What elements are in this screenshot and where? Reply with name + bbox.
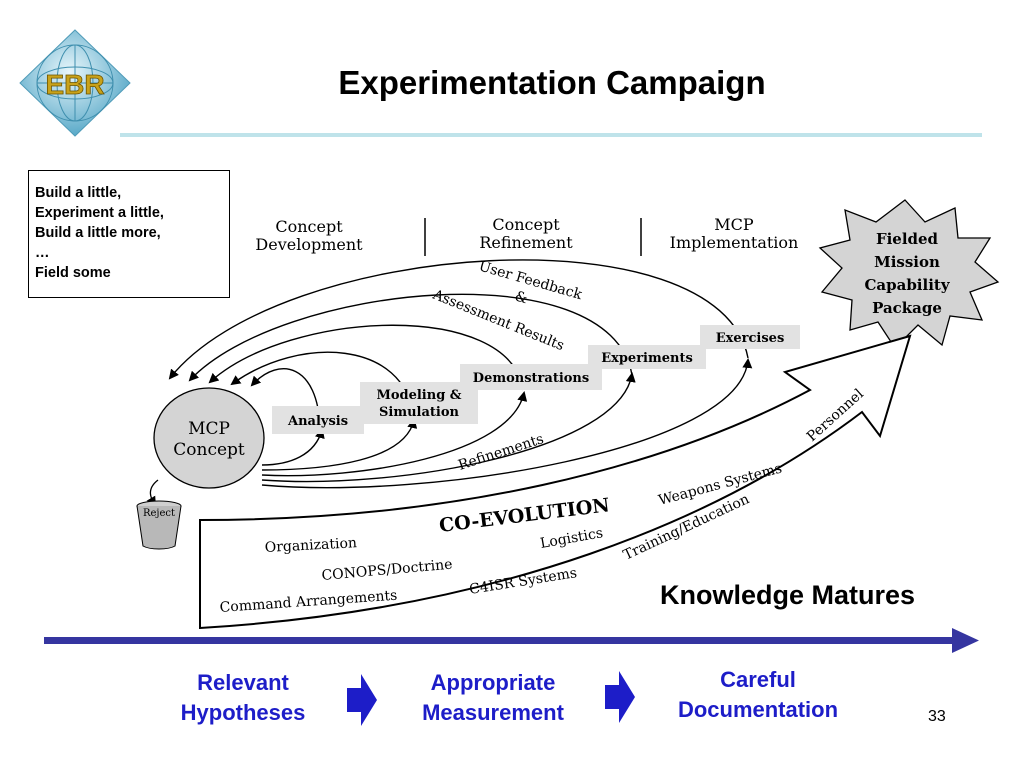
star-line: Package [872,299,942,317]
step-careful-documentation: Careful Documentation [640,665,876,725]
stage-demonstrations-label: Demonstrations [473,371,589,386]
mcp-concept: MCP Concept [153,387,265,489]
step-relevant-hypotheses: Relevant Hypotheses [148,668,338,728]
step-line: Appropriate [430,670,556,695]
star-line: Mission [874,253,940,271]
loop-label-user-feedback: User Feedback [477,258,584,303]
forward-arc-modeling [261,418,418,471]
note-line: Experiment a little, [35,205,164,221]
note-line: … [35,245,50,261]
ebr-logo: EBR [19,29,131,137]
forward-arc-demonstrations [261,391,528,477]
star-line: Capability [864,276,950,294]
phase-development-line1: Concept [275,217,343,236]
feedback-loop-exercises [168,259,749,380]
stage-exercises [700,325,800,349]
step-appropriate-measurement: Appropriate Measurement [388,668,598,728]
phase-refinement-line1: Concept [492,215,560,234]
stage-analysis-label: Analysis [287,414,348,429]
fielded-package-star: Fielded Mission Capability Package [818,199,1000,350]
coevolution-organization: Organization [264,535,357,556]
note-line: Field some [35,265,111,281]
note-line: Build a little, [35,185,122,201]
title-underline [120,133,982,137]
timeline-arrow [44,628,979,653]
step-line: Relevant [197,670,289,695]
knowledge-matures-label: Knowledge Matures [660,580,916,610]
phase-refinement-line2: Refinement [479,233,573,252]
stage-experiments-label: Experiments [601,351,693,366]
phase-implementation-line1: MCP [714,215,754,234]
forward-arc-experiments [261,372,636,483]
stage-analysis [272,406,364,434]
stage-modeling-label2: Simulation [379,405,460,420]
page-number: 33 [928,708,946,725]
loop-label-amp: & [513,288,529,307]
step-line: Hypotheses [180,700,306,725]
stage-modeling-label1: Modeling & [376,388,461,403]
concept-line2: Concept [173,440,245,460]
loop-label-assessment: Assessment Results [430,286,567,354]
step-line: Careful [720,667,796,692]
forward-arc-analysis [261,428,325,466]
concept-line1: MCP [188,419,230,439]
stage-exercises-label: Exercises [716,331,785,346]
stage-modeling [360,382,478,424]
page-title: Experimentation Campaign [338,64,766,101]
step-arrow-icon [605,671,635,723]
phase-implementation-line2: Implementation [670,233,799,252]
feedback-loop-demonstrations [208,324,524,391]
coevolution-arrow [199,334,912,630]
reject-bucket: Reject [136,500,182,550]
logo-text: EBR [45,69,104,100]
star-line: Fielded [876,230,939,248]
reject-label: Reject [143,508,175,519]
note-box: Build a little, Experiment a little, Bui… [28,170,230,298]
forward-arc-exercises [261,358,753,489]
campaign-diagram: Concept Development Concept Refinement M… [136,199,1000,630]
feedback-loop-experiments [188,293,633,382]
stage-experiments [588,345,706,369]
stage-demonstrations [460,364,602,390]
step-line: Measurement [422,700,564,725]
loop-label-refinements: Refinements [456,431,545,474]
phase-development-line2: Development [255,235,363,254]
step-arrow-icon [347,674,377,726]
step-line: Documentation [677,697,839,722]
note-line: Build a little more, [35,225,161,241]
